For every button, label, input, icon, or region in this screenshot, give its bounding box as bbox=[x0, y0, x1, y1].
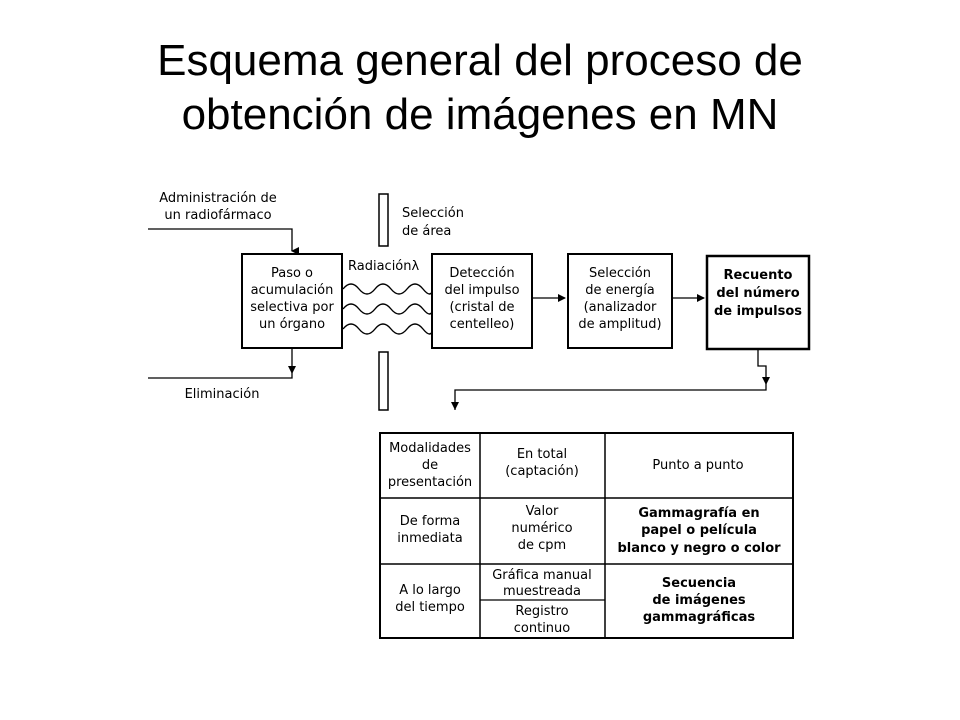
recuento-line-3: de impulsos bbox=[714, 304, 802, 319]
paso-line-3: selectiva por bbox=[250, 300, 334, 315]
registro-continuo-line-1: Registro bbox=[515, 604, 568, 619]
administracion-label: Administración de un radiofármaco bbox=[159, 191, 277, 223]
deteccion-line-3: (cristal de bbox=[449, 300, 514, 315]
title-line-2: obtención de imágenes en MN bbox=[181, 90, 779, 139]
radiation-waves bbox=[342, 283, 434, 335]
deteccion-line-1: Detección bbox=[449, 266, 514, 281]
seleccion-energia-box bbox=[567, 253, 673, 349]
administracion-line-1: Administración de bbox=[159, 191, 277, 206]
presentation-table bbox=[379, 432, 794, 639]
lo-largo-line-1: A lo largo bbox=[399, 583, 461, 598]
modalidades-line-1: Modalidades bbox=[389, 441, 471, 456]
wave-3 bbox=[342, 323, 434, 335]
gammagrafia-line-3: blanco y negro o color bbox=[617, 541, 781, 556]
registro-continuo-line-2: continuo bbox=[514, 621, 571, 636]
page-title: Esquema general del proceso de obtención… bbox=[0, 34, 960, 142]
grafica-manual-line-1: Gráfica manual bbox=[492, 568, 592, 583]
grafica-manual-line-2: muestreada bbox=[503, 584, 581, 599]
table-row: Modalidades de presentación En total (ca… bbox=[388, 441, 744, 490]
forma-inmediata-line-2: inmediata bbox=[397, 531, 462, 546]
wave-2 bbox=[342, 303, 434, 315]
energia-line-2: de energía bbox=[585, 283, 655, 298]
modalidades-line-3: presentación bbox=[388, 475, 472, 490]
paso-line-1: Paso o bbox=[271, 266, 313, 281]
wave-1 bbox=[342, 283, 434, 295]
table-border bbox=[379, 432, 794, 639]
lo-largo-line-2: del tiempo bbox=[395, 600, 465, 615]
seleccion-energia-text: Selección de energía (analizador de ampl… bbox=[578, 266, 661, 332]
administracion-arrow bbox=[148, 228, 299, 255]
seleccion-area-line-2: de área bbox=[402, 224, 451, 239]
secuencia-line-1: Secuencia bbox=[662, 576, 736, 591]
eliminacion-arrow bbox=[148, 349, 293, 379]
seleccion-area-line-1: Selección bbox=[402, 206, 464, 221]
secuencia-line-2: de imágenes bbox=[652, 593, 746, 608]
punto-a-punto: Punto a punto bbox=[652, 458, 743, 473]
deteccion-text: Detección del impulso (cristal de centel… bbox=[444, 266, 519, 332]
title-line-1: Esquema general del proceso de bbox=[157, 36, 803, 85]
arrow-recuento-head bbox=[762, 377, 770, 385]
paso-line-2: acumulación bbox=[251, 283, 334, 298]
administracion-line-2: un radiofármaco bbox=[164, 208, 271, 223]
en-total-line-1: En total bbox=[517, 447, 567, 462]
recuento-line-1: Recuento bbox=[723, 268, 792, 283]
energia-line-1: Selección bbox=[589, 266, 651, 281]
arrow-recuento-table bbox=[454, 349, 767, 410]
energia-line-4: de amplitud) bbox=[578, 317, 661, 332]
arrow-table-head bbox=[451, 402, 459, 410]
energia-line-3: (analizador bbox=[584, 300, 657, 315]
eliminacion-arrowhead bbox=[288, 366, 296, 374]
recuento-text: Recuento del número de impulsos bbox=[714, 268, 802, 319]
valor-numerico-line-3: de cpm bbox=[518, 538, 566, 553]
table-row: A lo largo del tiempo Gráfica manual mue… bbox=[395, 568, 755, 636]
deteccion-line-2: del impulso bbox=[444, 283, 519, 298]
table-row: De forma inmediata Valor numérico de cpm… bbox=[397, 504, 781, 556]
gammagrafia-line-2: papel o película bbox=[641, 523, 757, 538]
forma-inmediata-line-1: De forma bbox=[400, 514, 460, 529]
secuencia-line-3: gammagráficas bbox=[643, 610, 756, 625]
collimator-top bbox=[378, 193, 389, 247]
eliminacion-label: Eliminación bbox=[185, 387, 260, 402]
deteccion-box bbox=[431, 253, 533, 349]
deteccion-line-4: centelleo) bbox=[450, 317, 515, 332]
modalidades-line-2: de bbox=[422, 458, 438, 473]
valor-numerico-line-2: numérico bbox=[511, 521, 572, 536]
recuento-line-2: del número bbox=[716, 286, 799, 301]
paso-box bbox=[241, 253, 343, 349]
gammagrafia-line-1: Gammagrafía en bbox=[638, 506, 759, 521]
radiacion-label: Radiaciónλ bbox=[348, 259, 419, 274]
valor-numerico-line-1: Valor bbox=[526, 504, 559, 519]
paso-line-4: un órgano bbox=[259, 317, 325, 332]
collimator-bottom bbox=[378, 351, 389, 411]
paso-text: Paso o acumulación selectiva por un órga… bbox=[250, 266, 334, 332]
en-total-line-2: (captación) bbox=[505, 464, 579, 479]
